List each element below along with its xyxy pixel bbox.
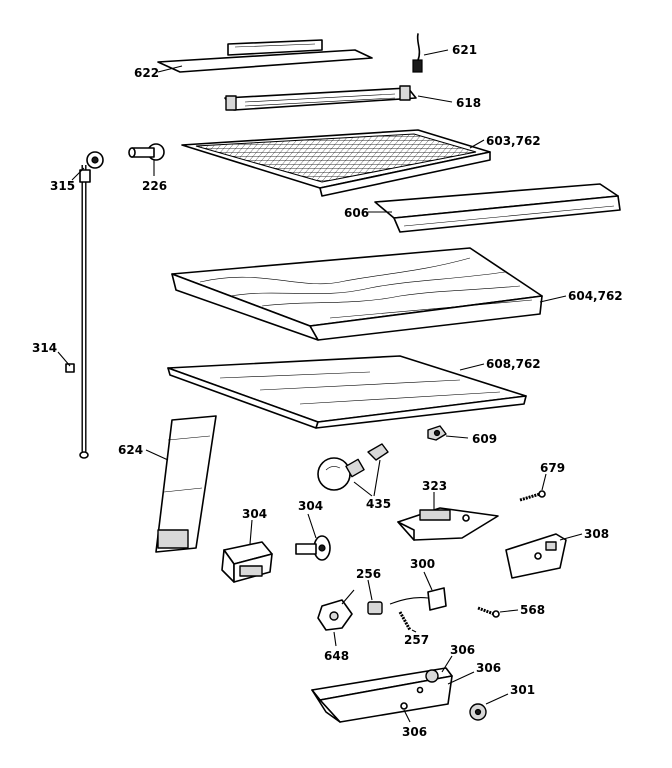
callout-621: 621 [452,43,477,57]
callout-618: 618 [456,96,481,110]
callout-226: 226 [142,179,167,193]
vertical-bracket-624 [155,415,217,553]
wire-connector-621 [412,33,423,73]
component-256 [367,601,383,615]
crisper-pan-608 [167,355,527,429]
grid-shelf-603 [181,129,491,197]
screw-568 [477,606,500,618]
callout-labels: 622 621 618 603,762 315 226 606 604,762 … [32,43,623,739]
support-rod-315 [79,151,104,459]
callout-306-top: 306 [450,643,475,657]
bottom-bracket-306 [311,667,453,723]
callout-603-762: 603,762 [486,134,541,148]
knob-226 [128,143,165,161]
cover-plate-622 [157,39,373,73]
light-housing-618 [224,85,417,111]
callout-435: 435 [366,497,391,511]
relay-648 [317,589,355,631]
callout-323: 323 [422,479,447,493]
callout-300: 300 [410,557,435,571]
callout-304-housing: 304 [242,507,267,521]
callout-306-bottom: 306 [402,725,427,739]
callout-257: 257 [404,633,429,647]
callout-568: 568 [520,603,545,617]
front-rail-606 [374,183,621,233]
callout-315: 315 [50,179,75,193]
callout-609: 609 [472,432,497,446]
light-bulb-435 [317,457,365,491]
control-housing-323 [397,507,499,541]
screw-257 [398,611,412,631]
crisper-frame-604 [171,247,543,341]
callout-314: 314 [32,341,57,355]
callout-624: 624 [118,443,143,457]
callout-606: 606 [344,206,369,220]
callout-648: 648 [324,649,349,663]
callout-301: 301 [510,683,535,697]
callout-308: 308 [584,527,609,541]
callout-306-right: 306 [476,661,501,675]
screw-679 [519,490,546,502]
mounting-plate-308 [505,533,567,579]
callout-608-762: 608,762 [486,357,541,371]
cap-301 [469,703,487,721]
clip-314 [65,363,75,373]
fastener-609 [427,425,447,441]
callout-304-knob: 304 [298,499,323,513]
callout-679: 679 [540,461,565,475]
switch-housing-304 [221,541,273,583]
callout-604-762: 604,762 [568,289,623,303]
lamp-socket-435 [367,443,389,461]
callout-256: 256 [356,567,381,581]
switch-knob-304 [295,535,331,561]
callout-622: 622 [134,66,159,80]
thermostat-300 [389,587,447,611]
